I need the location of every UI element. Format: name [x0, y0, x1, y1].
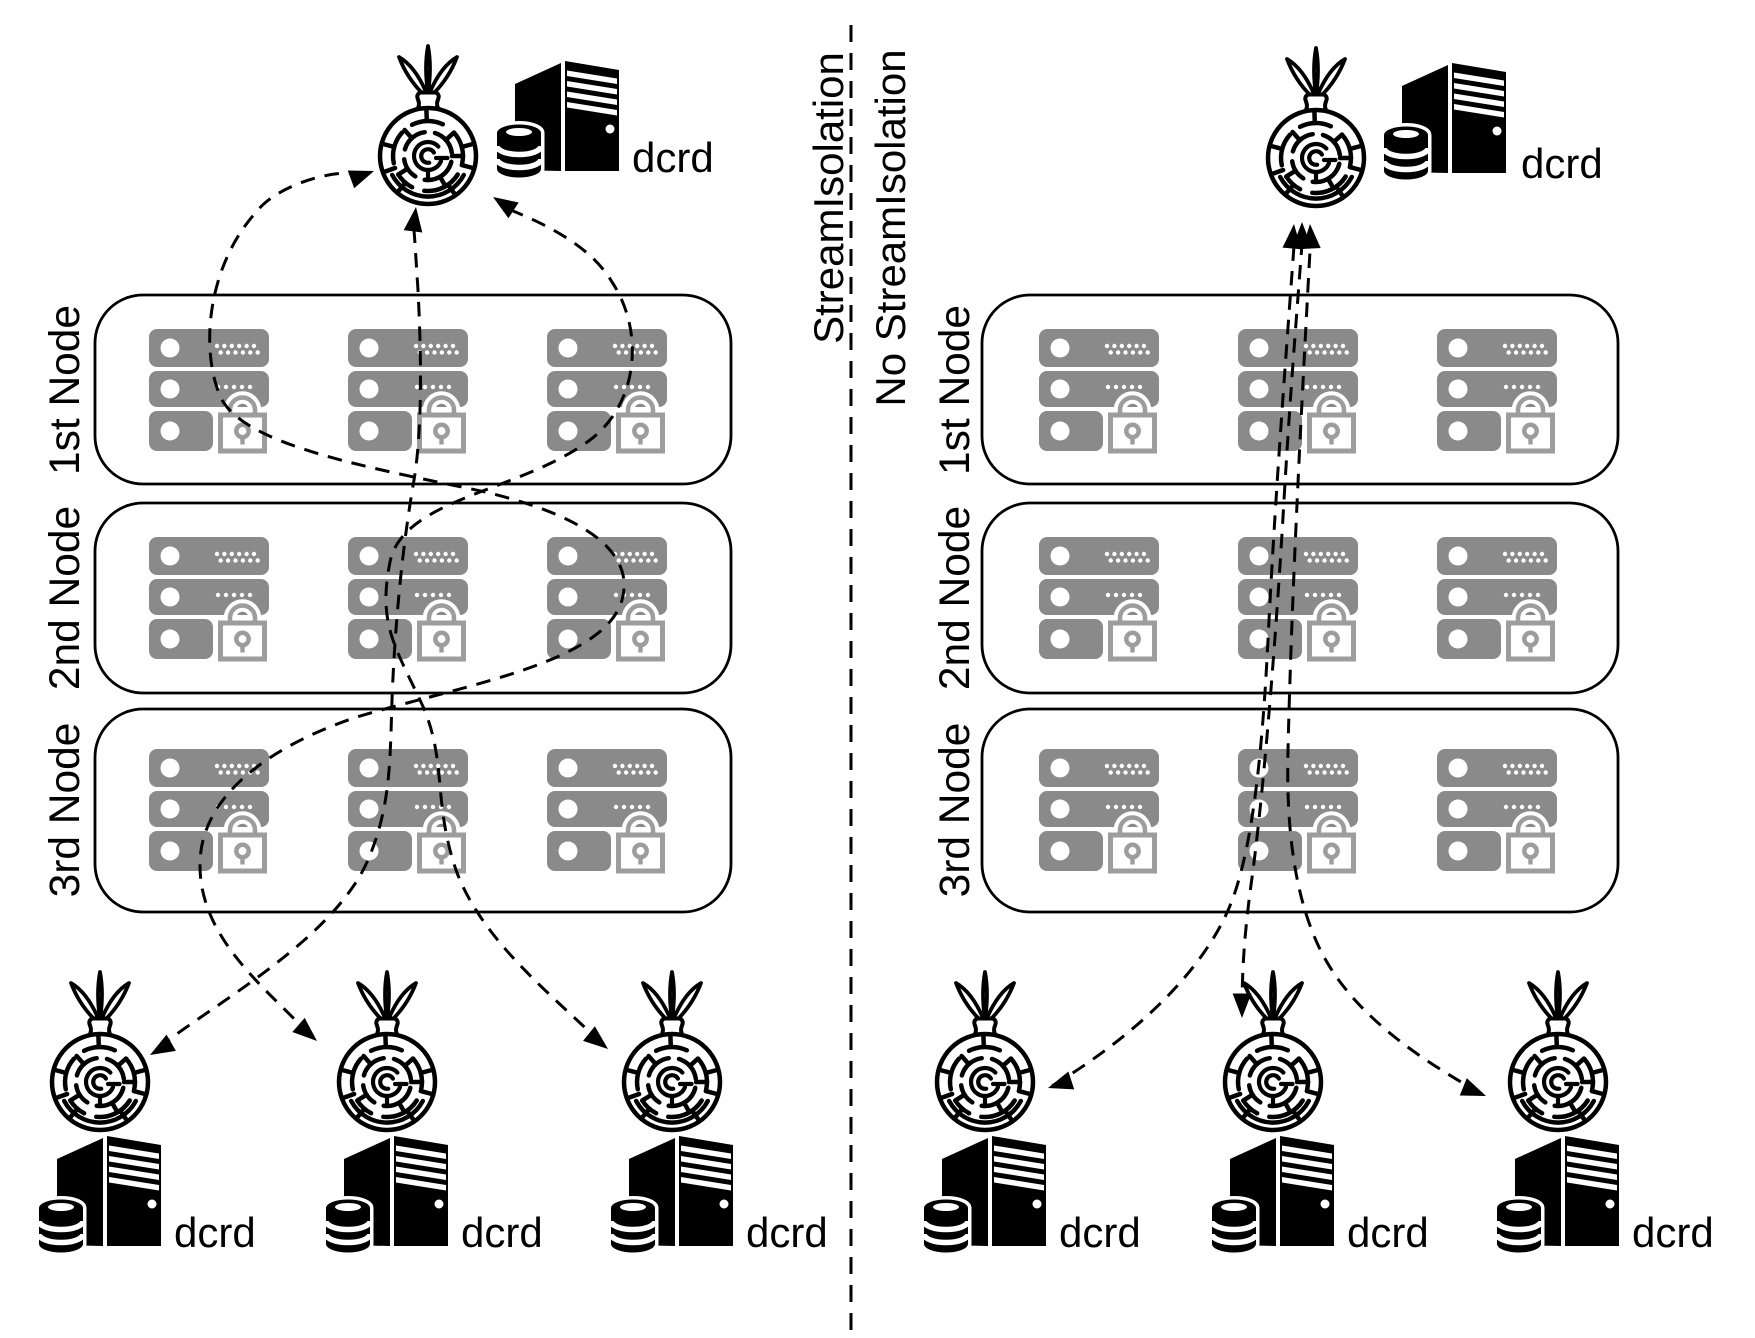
- svg-text:2nd Node: 2nd Node: [932, 506, 979, 690]
- svg-text:No StreamIsolation: No StreamIsolation: [867, 49, 914, 406]
- svg-text:3rd Node: 3rd Node: [932, 723, 979, 898]
- svg-text:1st Node: 1st Node: [932, 305, 979, 475]
- svg-text:1st Node: 1st Node: [42, 305, 89, 475]
- svg-text:dcrd: dcrd: [632, 134, 714, 181]
- svg-text:dcrd: dcrd: [461, 1209, 543, 1256]
- svg-text:dcrd: dcrd: [1521, 140, 1603, 187]
- svg-text:dcrd: dcrd: [1632, 1209, 1714, 1256]
- svg-text:StreamIsolation: StreamIsolation: [805, 52, 852, 344]
- svg-text:dcrd: dcrd: [1059, 1209, 1141, 1256]
- svg-text:3rd Node: 3rd Node: [42, 723, 89, 898]
- svg-text:dcrd: dcrd: [746, 1209, 828, 1256]
- svg-text:dcrd: dcrd: [174, 1209, 256, 1256]
- svg-text:dcrd: dcrd: [1347, 1209, 1429, 1256]
- svg-text:2nd Node: 2nd Node: [42, 506, 89, 690]
